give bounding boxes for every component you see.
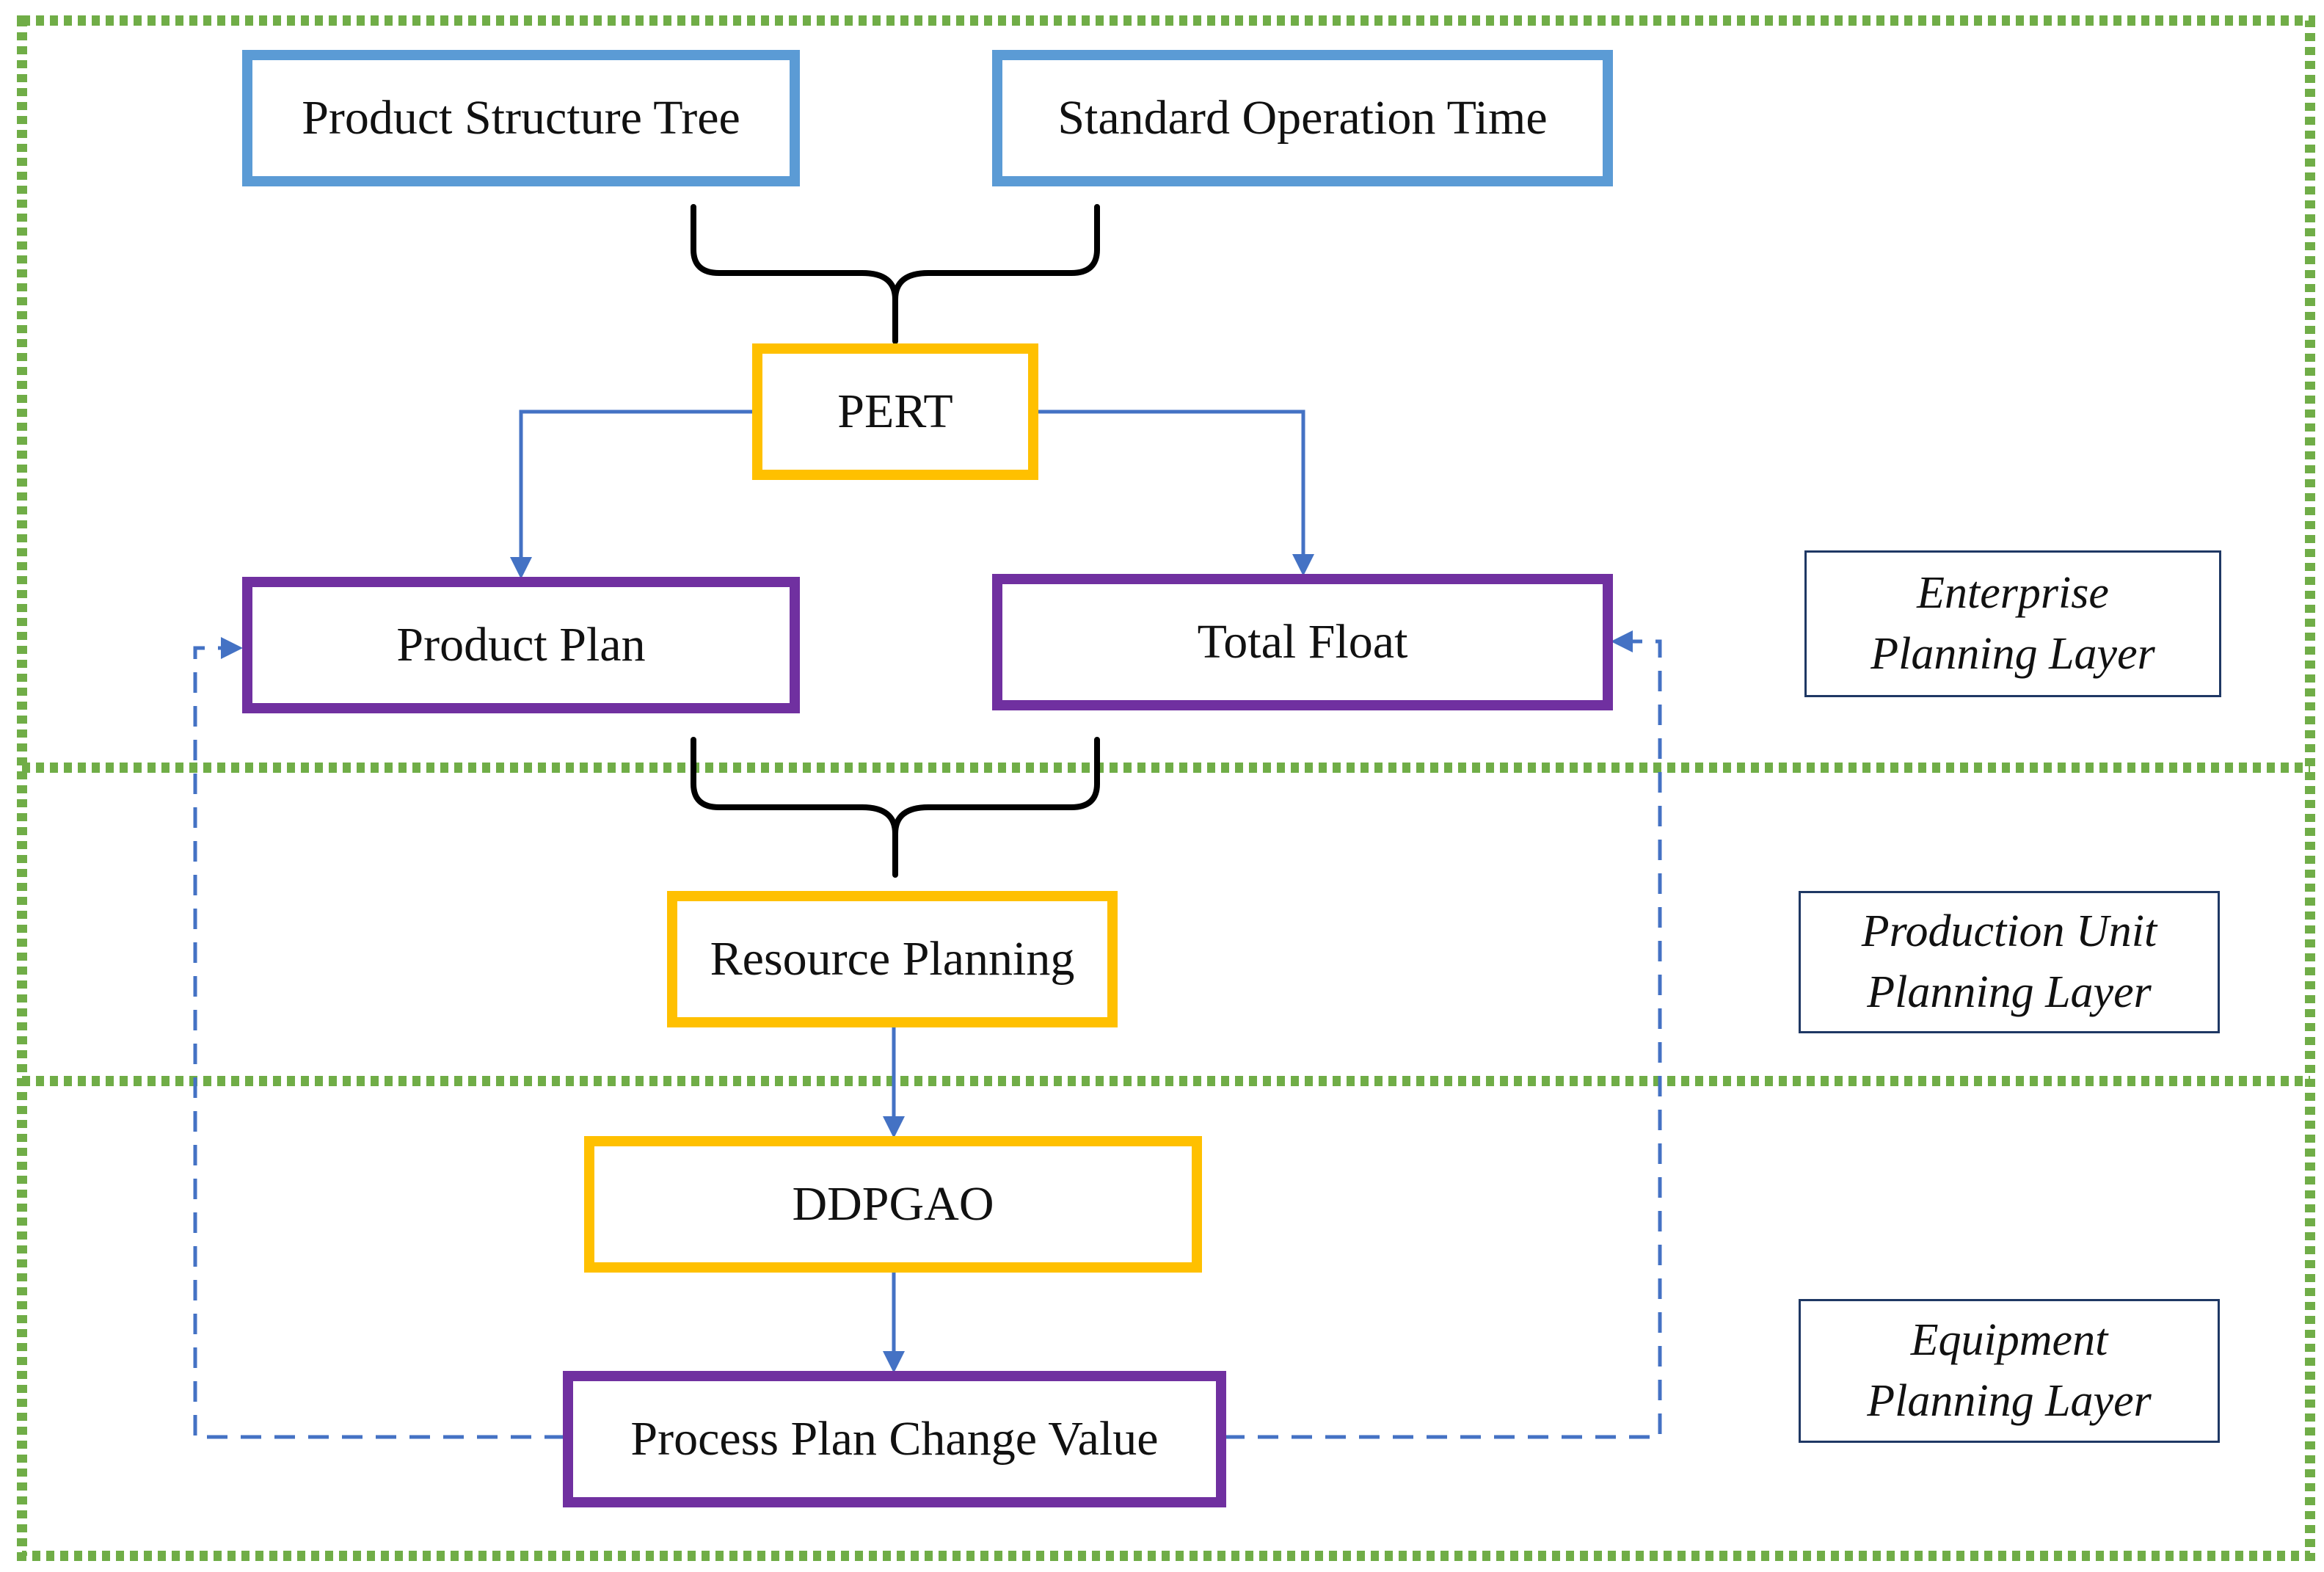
equipment-layer-line2: Planning Layer bbox=[1867, 1376, 2152, 1426]
standard-operation-time-box: Standard Operation Time bbox=[992, 50, 1613, 186]
enterprise-planning-layer-label: Enterprise Planning Layer bbox=[1804, 550, 2221, 697]
production-unit-layer-line1: Production Unit bbox=[1861, 906, 2157, 956]
arrow-pert-to-product-plan bbox=[510, 410, 756, 579]
process-plan-change-value-box: Process Plan Change Value bbox=[563, 1371, 1226, 1507]
equipment-layer-line1: Equipment bbox=[1910, 1314, 2108, 1365]
feedback-arrow-to-product-plan bbox=[193, 637, 565, 1439]
enterprise-layer-line1: Enterprise bbox=[1917, 567, 2109, 618]
ddpgao-label: DDPGAO bbox=[792, 1177, 994, 1231]
total-float-box: Total Float bbox=[992, 574, 1613, 710]
product-structure-tree-box: Product Structure Tree bbox=[242, 50, 800, 186]
equipment-planning-layer-label: Equipment Planning Layer bbox=[1799, 1299, 2220, 1443]
standard-operation-time-label: Standard Operation Time bbox=[1057, 91, 1548, 145]
total-float-label: Total Float bbox=[1197, 615, 1408, 669]
product-plan-label: Product Plan bbox=[396, 618, 646, 672]
pert-label: PERT bbox=[837, 385, 953, 438]
product-plan-box: Product Plan bbox=[242, 577, 800, 713]
pert-box: PERT bbox=[752, 343, 1038, 480]
resource-planning-label: Resource Planning bbox=[710, 932, 1075, 986]
top-merge-brace bbox=[691, 204, 1100, 344]
ddpgao-box: DDPGAO bbox=[584, 1136, 1202, 1273]
product-structure-tree-label: Product Structure Tree bbox=[302, 91, 740, 145]
production-unit-planning-layer-label: Production Unit Planning Layer bbox=[1799, 891, 2220, 1033]
outer-dotted-frame bbox=[17, 15, 2315, 1561]
enterprise-layer-line2: Planning Layer bbox=[1871, 629, 2155, 679]
resource-planning-box: Resource Planning bbox=[667, 891, 1118, 1027]
process-plan-change-value-label: Process Plan Change Value bbox=[630, 1412, 1159, 1466]
bottom-merge-brace bbox=[691, 737, 1100, 878]
feedback-arrow-to-total-float bbox=[1224, 630, 1662, 1439]
arrow-pert-to-total-float bbox=[1035, 410, 1314, 576]
production-unit-layer-line2: Planning Layer bbox=[1867, 967, 2152, 1017]
